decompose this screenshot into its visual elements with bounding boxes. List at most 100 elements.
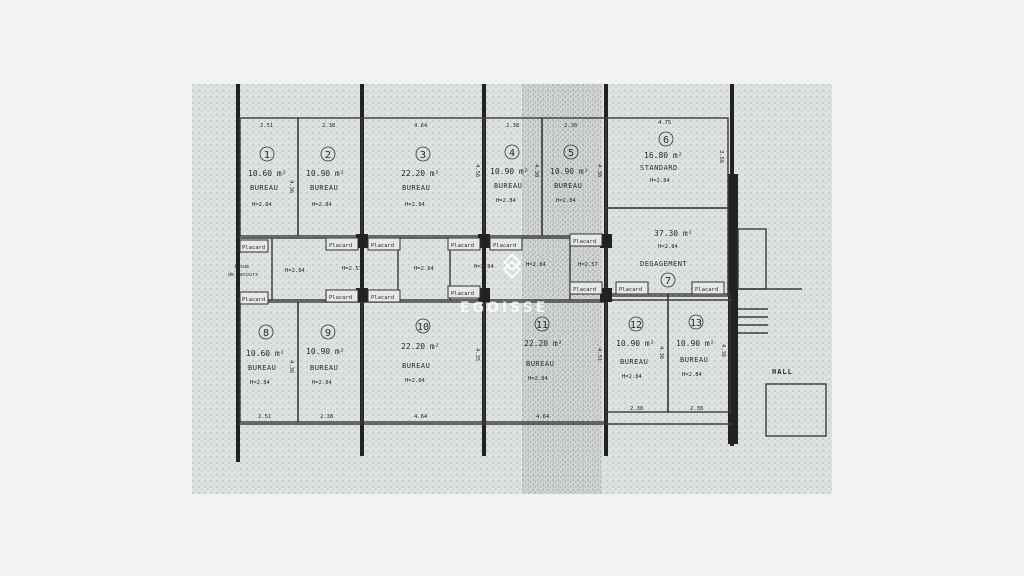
room-4-dim-top: 2.38 [506,123,519,129]
room-6-use: STANDARD [640,164,678,172]
room-11-dim-side: 4.51 [596,348,602,361]
room-10-dim-bottom: 4.64 [414,414,428,420]
room-3-marker [415,146,431,162]
room-9-area: 10.90 m² [306,347,345,356]
room-11-dim-bottom: 4.64 [536,414,550,420]
placard-label: Placard [451,291,474,297]
room-11-height: H=2.84 [528,376,549,382]
room-12-dim-bottom: 2.38 [630,406,643,412]
room-13-dim-side: 4.36 [720,344,726,357]
room-2-height: H=2.84 [312,202,333,208]
right-wall [728,174,738,444]
room-10-height: H=2.84 [405,378,426,384]
room-13-use: BUREAU [680,356,708,364]
room-1-marker [259,146,275,162]
room-12-area: 10.90 m² [616,339,655,348]
room-4-area: 10.90 m² [490,167,529,176]
placard-label: Placard [371,295,394,301]
room-6-dim-top: 4.75 [658,120,671,126]
hall-label: HALL [772,368,793,376]
room-11-area: 22.20 m² [524,339,563,348]
placard-label: Placard [451,243,474,249]
room-8-dim-bottom: 2.51 [258,414,271,420]
room-10-use: BUREAU [402,362,430,370]
room-12-dim-side: 4.36 [658,346,664,359]
room-12-use: BUREAU [620,358,648,366]
room-2-marker [320,146,336,162]
room-1-dim-side: 4.36 [288,180,294,193]
room-9-dim-bottom: 2.38 [320,414,333,420]
room-5-use: BUREAU [554,182,582,190]
corridor-height-6: H=2.57 [578,262,598,268]
secours-label-line1: issue [234,264,249,270]
room-5-number: 5 [568,148,574,159]
room-8-use: BUREAU [248,364,276,372]
room-6-area: 16.80 m² [644,151,683,160]
room-5-marker [563,144,579,160]
room-10-marker [415,318,431,334]
duct-blocks [356,234,612,302]
placard-label: Placard [329,243,352,249]
room-6-number: 6 [663,135,669,146]
placard-label: Placard [619,287,642,293]
room-6-height: H=2.84 [650,178,671,184]
room-13-number: 13 [690,318,702,329]
room-12-height: H=2.84 [622,374,643,380]
room-9-height: H=2.84 [312,380,333,386]
corridor-height-1: H=2.84 [285,268,306,274]
room-5-area: 10.90 m² [550,167,589,176]
room-1-dim-top: 2.51 [260,123,273,129]
room-4-height: H=2.84 [496,198,517,204]
room-10-dim-side: 4.35 [474,348,480,361]
room-7-use: DEGAGEMENT [640,260,687,268]
room-13-area: 10.90 m² [676,339,715,348]
room-10-area: 22.20 m² [401,342,440,351]
room-12-number: 12 [630,320,642,331]
room-1-use: BUREAU [250,184,278,192]
placard-label: Placard [573,239,596,245]
room-1-number: 1 [264,150,270,161]
room-8-number: 8 [263,328,269,339]
room-2-dim-top: 2.38 [322,123,335,129]
room-7-marker [660,272,676,288]
corridor-height-3: H=2.84 [414,266,435,272]
corridor-height-2: H=2.57 [342,266,362,272]
room-13-dim-bottom: 2.38 [690,406,703,412]
floor-plan-drawing: 2.51 1 10.60 m² BUREAU H=2.84 4.36 2.38 … [192,84,832,494]
corridor-height-4: H=2.84 [474,264,495,270]
labels: 2.51 1 10.60 m² BUREAU H=2.84 4.36 2.38 … [228,120,793,420]
room-4-dim-side: 4.30 [533,164,539,177]
room-9-use: BUREAU [310,364,338,372]
corridor-height-5: H=2.84 [526,262,547,268]
room-10-number: 10 [417,322,429,333]
room-3-number: 3 [420,150,426,161]
room-8-area: 10.60 m² [246,349,285,358]
room-4-marker [504,144,520,160]
room-4-use: BUREAU [494,182,522,190]
room-3-dim-top: 4.64 [414,123,428,129]
placard-label: Placard [573,287,596,293]
room-4-number: 4 [509,148,515,159]
placard-label: Placard [329,295,352,301]
placard-label: Placard [371,243,394,249]
room-8-height: H=2.84 [250,380,271,386]
room-5-dim-side: 4.36 [596,164,602,177]
room-7-number: 7 [665,276,671,287]
room-11-marker [534,316,550,332]
room-6-dim-side: 3.56 [718,150,724,163]
watermark: EGOISSE [460,253,545,316]
floor-plan: 2.51 1 10.60 m² BUREAU H=2.84 4.36 2.38 … [192,84,832,494]
placard-label: Placard [242,245,265,251]
room-7-area: 37.30 m² [654,229,693,238]
room-11-number: 11 [536,320,548,331]
placard-label: Placard [242,297,265,303]
room-2-area: 10.90 m² [306,169,345,178]
room-6-marker [658,131,674,147]
room-1-height: H=2.84 [252,202,273,208]
watermark-logo-icon [502,253,522,279]
placard-label: Placard [695,287,718,293]
room-2-use: BUREAU [310,184,338,192]
placard-label: Placard [493,243,516,249]
room-5-dim-top: 2.38 [564,123,577,129]
room-1-area: 10.60 m² [248,169,287,178]
